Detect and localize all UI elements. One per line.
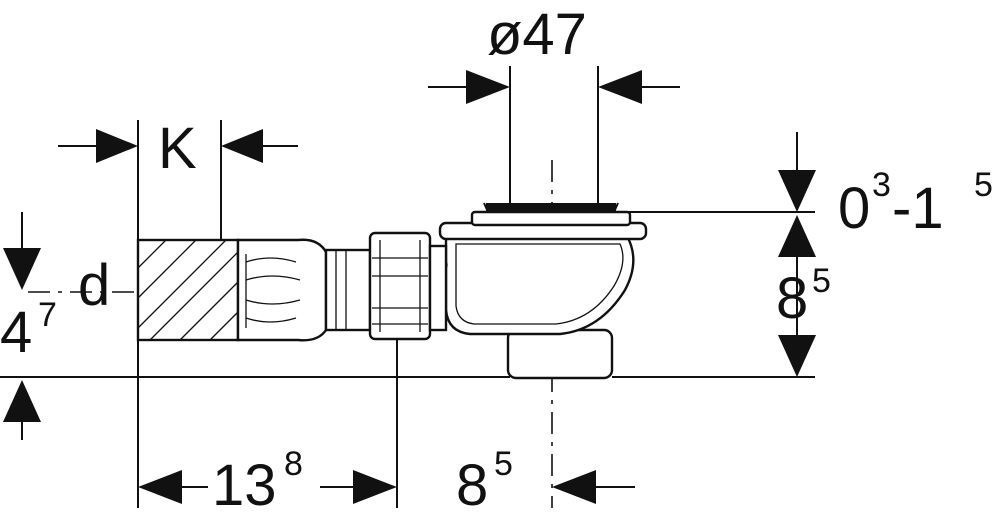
drain-body xyxy=(432,202,648,380)
dim-flange-sup2: 5 xyxy=(974,166,993,204)
dim-length-left-label: 13 8 xyxy=(212,445,303,516)
dim-pipe-height-label: 4 7 xyxy=(0,296,57,365)
dim-length-left-sup: 8 xyxy=(284,445,303,483)
dim-height-label: 8 5 xyxy=(776,262,831,331)
dim-pipe-height-sup: 7 xyxy=(38,296,57,334)
adapter-ribs xyxy=(245,254,301,328)
dim-flange-mid: -1 xyxy=(892,176,944,241)
outlet-pipe xyxy=(136,231,448,342)
dimension-arrows xyxy=(3,70,816,504)
dim-height-sup: 5 xyxy=(812,262,831,300)
dim-k-label: K xyxy=(158,116,197,181)
dim-pipe-height-base: 4 xyxy=(0,300,32,365)
dim-length-right-base: 8 xyxy=(456,453,488,516)
dim-length-right-sup: 5 xyxy=(494,445,513,483)
dim-diameter-label: ø47 xyxy=(487,2,587,67)
dim-height-base: 8 xyxy=(776,266,808,331)
section-hatch xyxy=(137,239,239,341)
dim-flange-sup1: 3 xyxy=(872,166,891,204)
dim-length-left-base: 13 xyxy=(212,453,277,516)
dim-flange-base1: 0 xyxy=(838,176,870,241)
dim-flange-label: 0 3 -1 5 xyxy=(838,166,993,241)
dim-length-right-label: 8 5 xyxy=(456,445,513,516)
dim-d-label: d xyxy=(78,253,110,318)
